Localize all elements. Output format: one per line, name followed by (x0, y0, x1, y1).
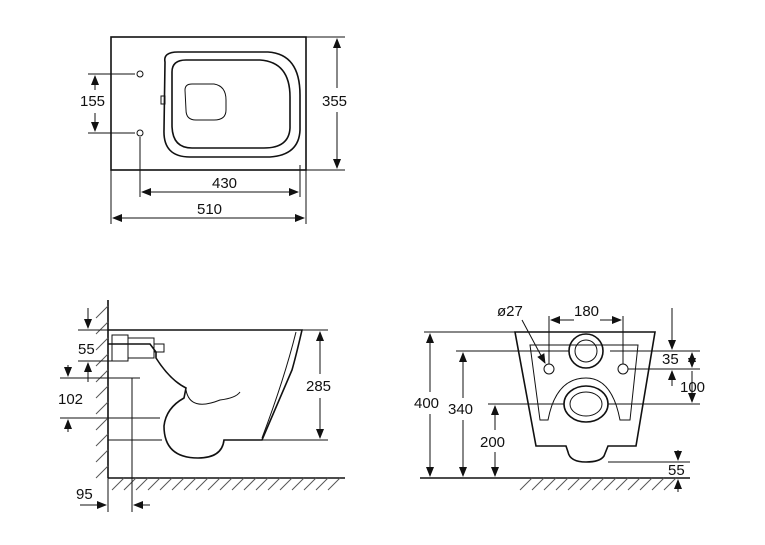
bowl-front-edge (261, 331, 297, 439)
rear-fixing-hole-right (617, 363, 629, 375)
dim-102-label: 102 (58, 391, 83, 408)
dim-27-label: ø27 (497, 303, 523, 320)
dim-510-label: 510 (197, 201, 222, 218)
top-view-outline (110, 36, 307, 171)
inlet-nozzle (153, 343, 165, 353)
side-view: 55 102 285 95 (58, 300, 345, 512)
rear-view: ø27 180 400 340 200 35 100 (414, 303, 705, 492)
rear-inner-opening (529, 344, 639, 421)
inlet-pipe (127, 337, 155, 359)
bowl-profile (108, 329, 304, 459)
dim-400-label: 400 (414, 395, 439, 412)
floor-hatching (111, 477, 341, 491)
fixing-hole-bottom (136, 129, 144, 137)
dim-100-label: 100 (680, 379, 705, 396)
rear-outline (514, 331, 656, 463)
seat-rim (163, 51, 301, 158)
rear-fixing-hole-left (543, 363, 555, 375)
dim-430-label: 430 (212, 175, 237, 192)
dim-95-label: 95 (76, 486, 93, 503)
inlet-ring-inner (574, 339, 598, 363)
bowl-inner-curve (185, 389, 241, 405)
dim-340-label: 340 (448, 401, 473, 418)
fixing-hole-top (136, 70, 144, 78)
top-view: 155 355 430 510 (80, 36, 347, 224)
wall-hatching (95, 305, 109, 479)
small-slot (160, 95, 166, 105)
inlet-ring-outer (568, 333, 604, 369)
outlet-ring-inner (569, 391, 603, 417)
wall-connector (111, 334, 129, 362)
dim-55-side-label: 55 (78, 341, 95, 358)
dim-155-label: 155 (80, 93, 105, 110)
dim-35-label: 35 (662, 351, 679, 368)
rear-floor-hatching (519, 477, 677, 491)
dim-355-label: 355 (322, 93, 347, 110)
outlet-ring-outer (563, 385, 609, 423)
dim-180-label: 180 (574, 303, 599, 320)
bowl-opening (184, 83, 227, 121)
dim-200-label: 200 (480, 434, 505, 451)
dim-285-label: 285 (306, 378, 331, 395)
dim-55-rear-label: 55 (668, 462, 685, 479)
bowl-inner (171, 59, 291, 149)
